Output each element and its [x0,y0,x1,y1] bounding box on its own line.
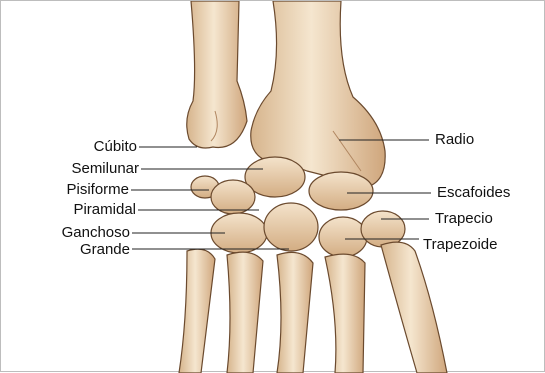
metacarpal-1 [381,242,447,373]
metacarpal-3 [277,252,313,373]
label-piramidal: Piramidal [31,201,136,219]
label-radio: Radio [435,131,474,149]
label-trapezoide: Trapezoide [423,236,498,254]
triquetrum-bone [211,180,255,214]
metacarpal-4 [227,252,263,373]
label-escafoides: Escafoides [437,184,510,202]
scaphoid-bone [309,172,373,210]
metacarpal-5 [179,249,215,373]
label-trapecio: Trapecio [435,210,493,228]
label-semilunar: Semilunar [31,160,139,178]
trapezoid-bone [319,217,367,257]
label-grande: Grande [31,241,130,259]
metacarpal-2 [325,254,365,373]
label-ganchoso: Ganchoso [21,224,130,242]
label-cubito: Cúbito [67,138,137,156]
capitate-bone [264,203,318,251]
label-pisiforme: Pisiforme [31,181,129,199]
